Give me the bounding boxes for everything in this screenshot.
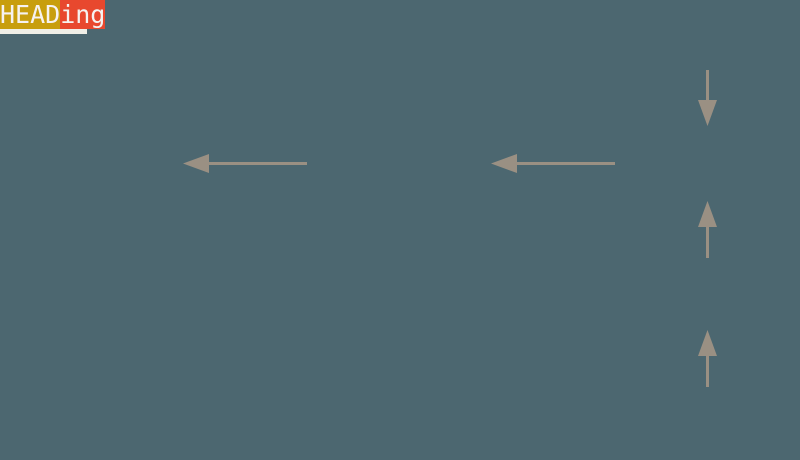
arrow-head-to-testing (698, 330, 717, 387)
arrow-34ac2-to-98ca9 (183, 154, 307, 173)
arrow-f30ab-to-34ac2 (491, 154, 615, 173)
arrow-testing-to-f30ab (698, 201, 717, 258)
head-label-text: HEAD (0, 0, 61, 29)
arrow-master-to-f30ab (698, 70, 717, 126)
head-pointer-label: HEAD (0, 0, 61, 29)
